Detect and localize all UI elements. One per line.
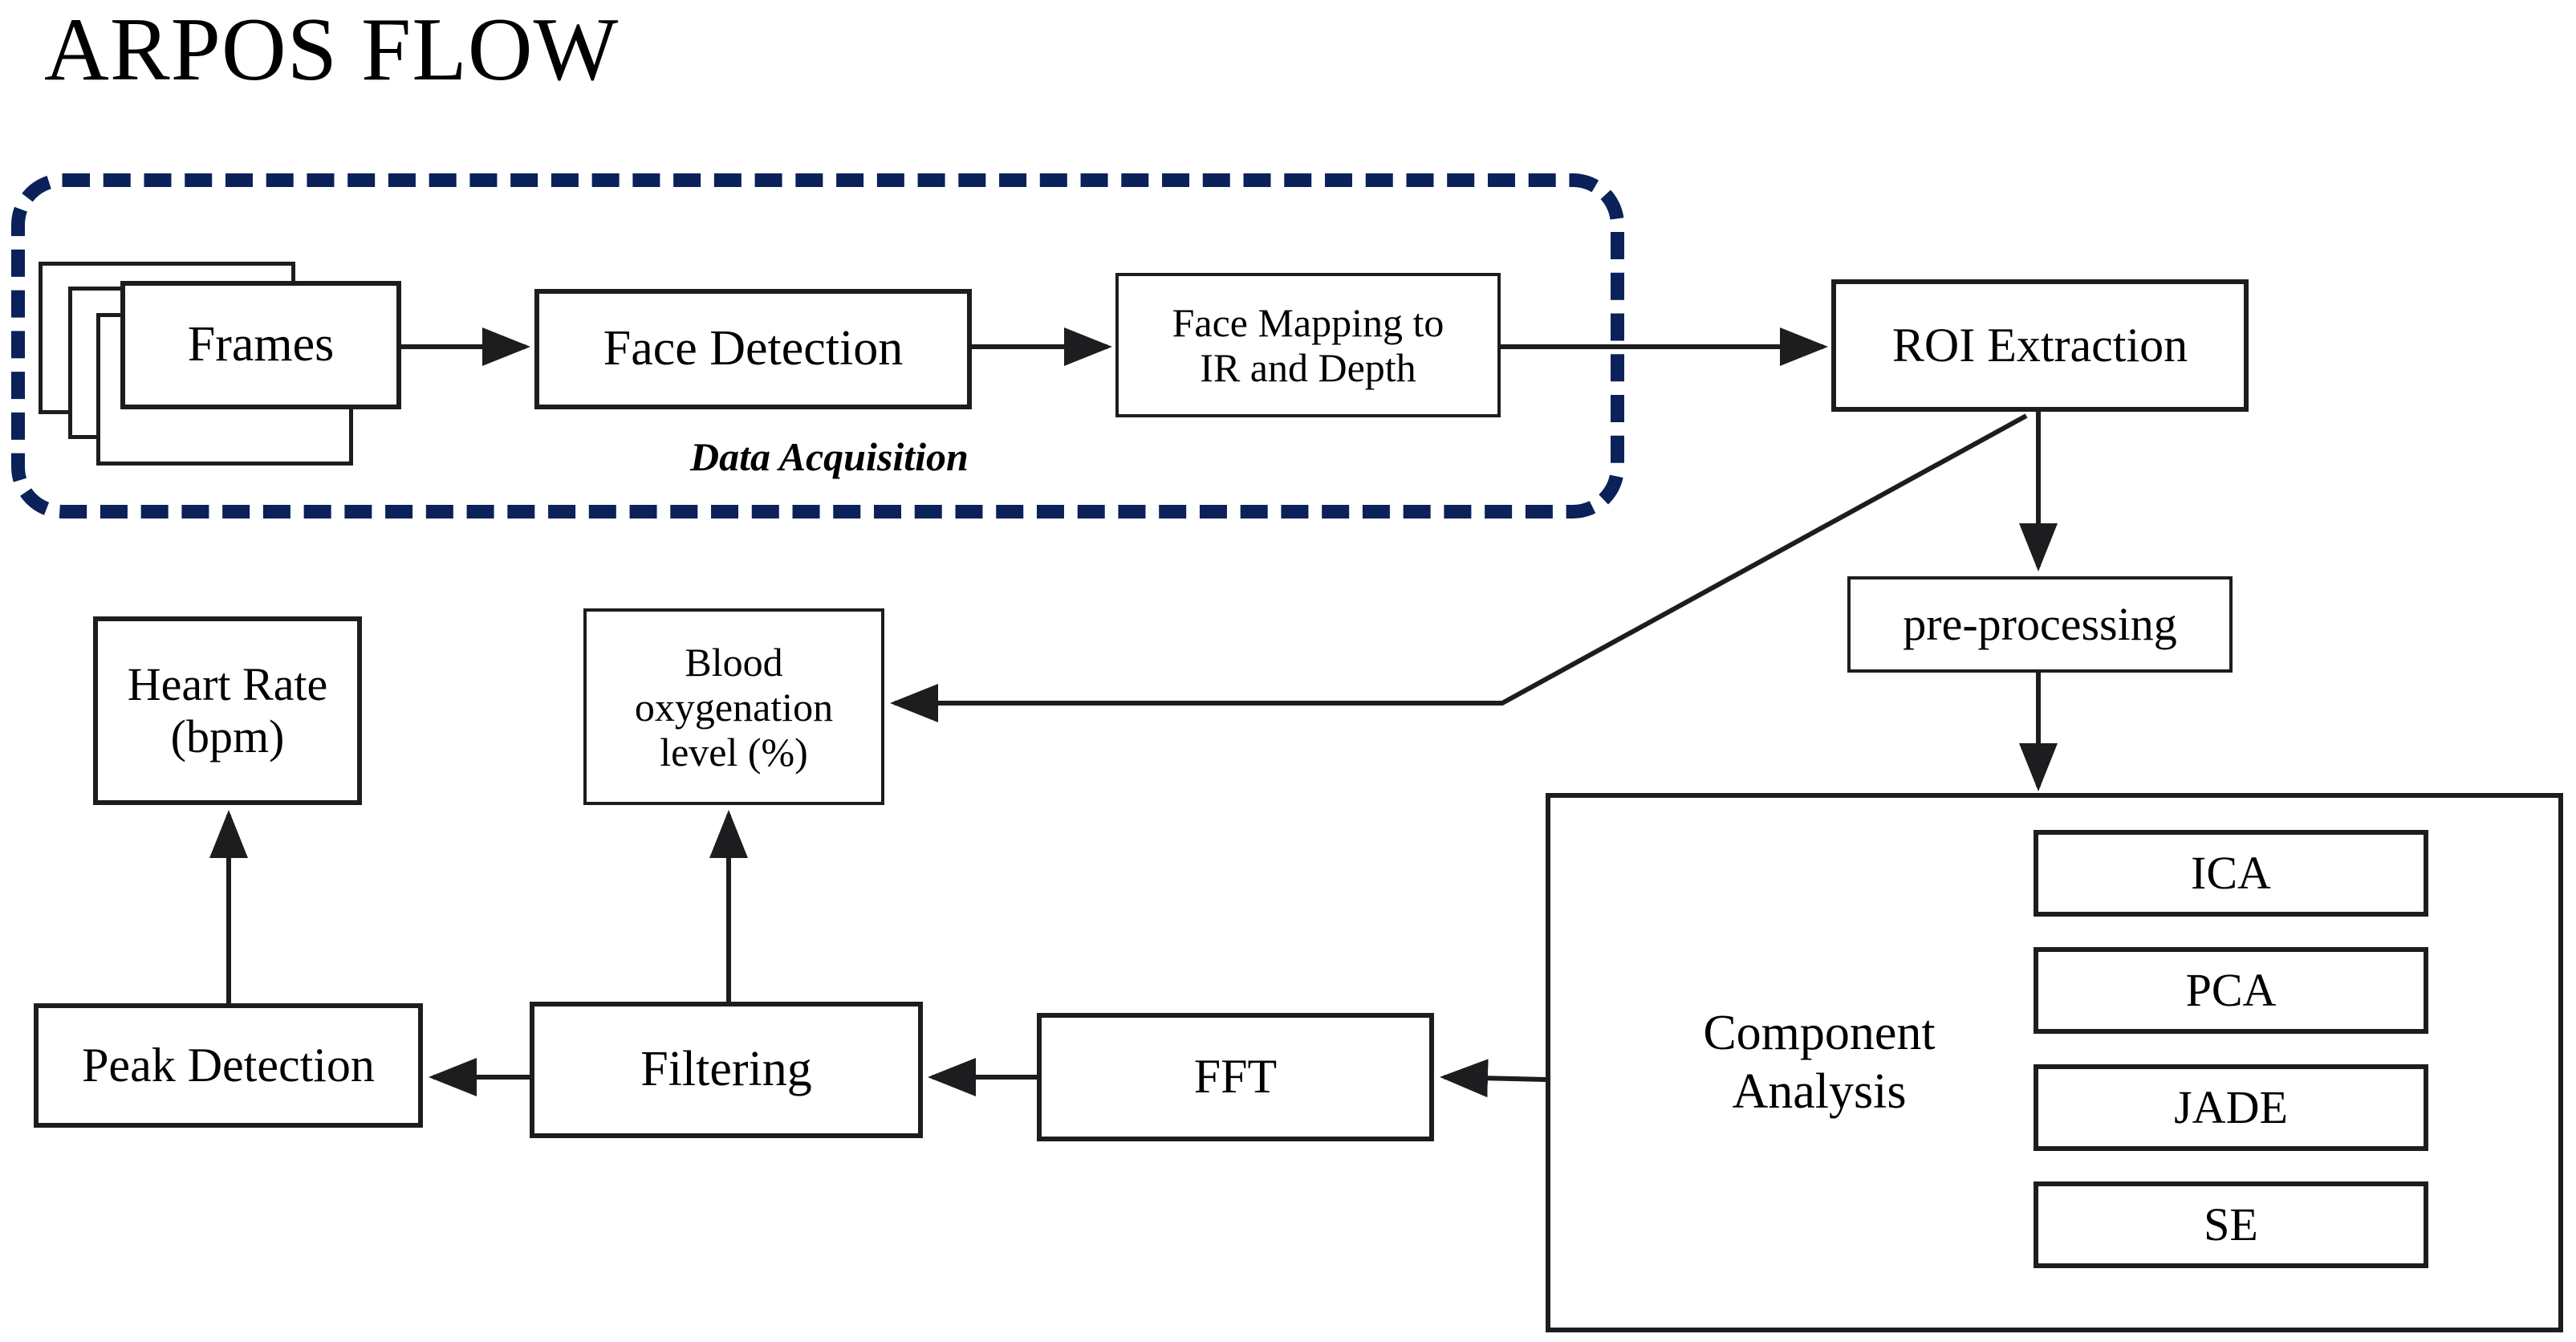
node-roi-extraction-label: ROI Extraction (1891, 318, 2188, 372)
node-method-pca-label: PCA (2185, 963, 2277, 1016)
node-method-pca[interactable]: PCA (2034, 947, 2428, 1034)
node-heart-rate[interactable]: Heart Rate (bpm) (93, 616, 362, 805)
node-blood-oxygenation-label-line1: Blood (685, 639, 783, 685)
node-method-jade-label: JADE (2174, 1080, 2288, 1133)
node-fft[interactable]: FFT (1037, 1013, 1434, 1141)
node-filtering-label: Filtering (640, 1042, 812, 1097)
node-method-se-label: SE (2204, 1198, 2258, 1250)
node-blood-oxygenation-label-line2: oxygenation (634, 684, 834, 730)
data-acquisition-caption: Data Acquisition (690, 434, 969, 479)
node-pre-processing-label: pre-processing (1903, 597, 2177, 650)
node-filtering[interactable]: Filtering (530, 1002, 923, 1138)
node-face-detection-label: Face Detection (603, 321, 904, 376)
node-face-mapping-label-line1: Face Mapping to (1172, 300, 1444, 345)
node-heart-rate-label-line2: (bpm) (170, 710, 285, 762)
node-heart-rate-label-line1: Heart Rate (127, 657, 328, 710)
node-method-ica[interactable]: ICA (2034, 830, 2428, 917)
node-blood-oxygenation[interactable]: Blood oxygenation level (%) (583, 608, 884, 805)
node-frames-label: Frames (187, 317, 335, 372)
node-roi-extraction[interactable]: ROI Extraction (1831, 279, 2249, 412)
node-peak-detection-label: Peak Detection (82, 1038, 375, 1092)
node-frames[interactable]: Frames (120, 281, 401, 409)
page-title: ARPOS FLOW (44, 0, 620, 100)
node-method-jade[interactable]: JADE (2034, 1064, 2428, 1151)
node-blood-oxygenation-label-line3: level (%) (660, 729, 808, 775)
component-analysis-label: Component Analysis (1651, 1004, 1988, 1121)
node-face-mapping-label-line2: IR and Depth (1200, 345, 1416, 390)
node-face-mapping[interactable]: Face Mapping to IR and Depth (1115, 273, 1501, 417)
node-face-detection[interactable]: Face Detection (534, 289, 972, 409)
component-analysis-label-line2: Analysis (1732, 1064, 1907, 1119)
node-method-se[interactable]: SE (2034, 1181, 2428, 1268)
node-method-ica-label: ICA (2191, 846, 2271, 899)
node-peak-detection[interactable]: Peak Detection (34, 1003, 423, 1128)
component-analysis-label-line1: Component (1703, 1005, 1936, 1060)
node-fft-label: FFT (1193, 1050, 1278, 1104)
edge-component-analysis-to-fft (1440, 1059, 1546, 1098)
node-pre-processing[interactable]: pre-processing (1847, 576, 2233, 673)
